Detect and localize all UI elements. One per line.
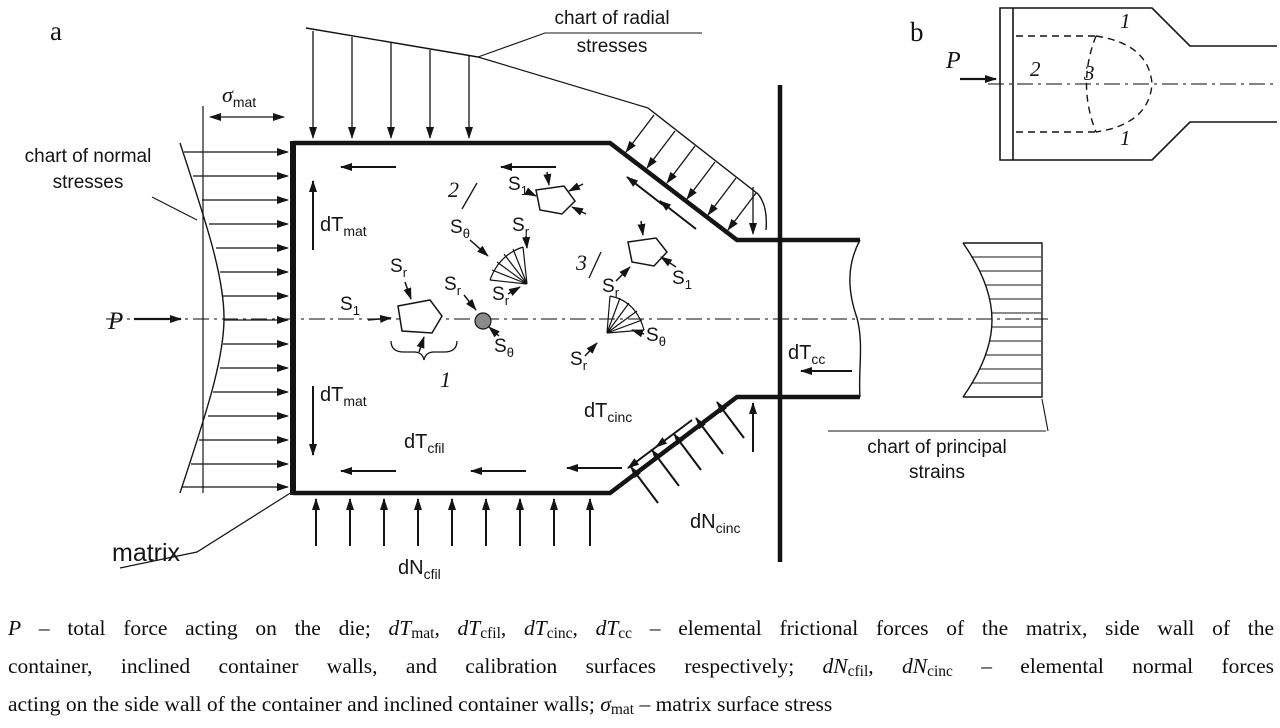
element-stress-arrows (367, 171, 677, 357)
slash-element-2 (461, 182, 478, 210)
caption-line-1: P – total force acting on the die; dTmat… (8, 612, 1274, 650)
zone-1-top-label: 1 (1120, 9, 1131, 33)
Stheta-label-axis-point: Sθ (494, 336, 514, 360)
chart-principal-label-line2: strains (909, 462, 965, 483)
die-forces-figure: a b σmat chart of radial stresses chart … (25, 7, 1278, 582)
caption-seg: , (572, 616, 596, 640)
leader-lines (119, 491, 293, 569)
caption-seg: cinc (546, 624, 573, 642)
normal-stress-chart (151, 106, 289, 494)
S1-label-element1: S1 (340, 294, 360, 318)
axis-centerline (106, 83, 1278, 320)
friction-arrows (309, 163, 852, 475)
chart-radial-label-line2: stresses (577, 36, 648, 57)
caption-seg: acting on the side wall of the container… (8, 691, 601, 716)
Sr-label-axis-point: Sr (444, 274, 462, 298)
chart-normal-label-line1: chart of normal (25, 146, 152, 167)
chart-principal-label-line1: chart of principal (867, 437, 1006, 458)
caption-seg: dT (523, 616, 547, 640)
caption-seg: container, inclined container walls, and… (8, 653, 823, 678)
caption-seg: , (434, 616, 458, 640)
die-channel-bottom (1013, 121, 1277, 161)
S1-label-element2: S1 (508, 174, 528, 198)
caption-seg: dN (902, 653, 928, 678)
zone-boundaries (1016, 35, 1153, 133)
stress-fan-b (606, 295, 645, 334)
Sr-label-fan-b: Sr (570, 349, 588, 373)
element-number-2: 2 (448, 177, 459, 202)
pressure-arrows (134, 75, 997, 323)
axis-point-marker (474, 312, 492, 330)
Sr-label-element3: Sr (602, 276, 620, 300)
chart-radial-label-line1: chart of radial (554, 8, 669, 29)
stress-element-2 (535, 185, 576, 215)
panel-b-label: b (910, 17, 924, 47)
slash-element-3 (588, 251, 602, 279)
Sr-label-element2: Sr (512, 215, 530, 239)
Stheta-label-element2: Sθ (450, 217, 470, 241)
caption-seg: mat (610, 700, 635, 718)
rod-break-edge (849, 239, 862, 398)
caption-seg: , (868, 653, 902, 678)
caption-seg: – elemental frictional forces of the mat… (632, 616, 1275, 640)
caption-seg: P (8, 616, 22, 640)
caption-seg: cc (618, 624, 633, 642)
sigma-mat-label: σmat (222, 82, 256, 110)
caption-seg: dT (595, 616, 619, 640)
principal-strain-chart (828, 242, 1049, 432)
Sr-label-fan-a: Sr (492, 284, 510, 308)
stress-fan-a (489, 246, 528, 285)
caption-line-2: container, inclined container walls, and… (8, 650, 1274, 688)
zone-3-label: 3 (1083, 61, 1095, 85)
chart-normal-label-line2: stresses (53, 172, 124, 193)
caption-seg: , (500, 616, 524, 640)
p-label-panel-b: P (945, 48, 961, 74)
radial-stress-chart (305, 27, 768, 235)
caption-seg: – elemental normal forces (952, 653, 1274, 678)
dT-cinc-label: dTcinc (584, 400, 632, 425)
dT-mat-lower-label: dTmat (320, 384, 367, 409)
die-outline (290, 85, 862, 562)
caption-seg: cfil (847, 662, 869, 680)
caption-seg: dN (822, 653, 848, 678)
caption-seg: cinc (927, 662, 953, 680)
dN-cinc-label: dNcinc (690, 511, 740, 536)
stress-element-3 (627, 237, 668, 267)
dT-cfil-label: dTcfil (404, 431, 444, 456)
caption-seg: dT (457, 616, 481, 640)
panel-a-label: a (50, 16, 62, 46)
zone-2-label: 2 (1030, 57, 1041, 81)
Stheta-label-fan-b: Sθ (646, 325, 666, 349)
figure-caption: P – total force acting on the die; dTmat… (8, 612, 1274, 725)
caption-seg: dT (388, 616, 412, 640)
Sr-label-element1: Sr (390, 256, 408, 280)
zone-1-bottom-label: 1 (1120, 126, 1131, 150)
matrix-label: matrix (112, 539, 181, 567)
brace-element-1 (390, 340, 458, 361)
element-number-1: 1 (440, 367, 451, 392)
die-channel-top (1013, 7, 1277, 47)
S1-label-element3: S1 (672, 268, 692, 292)
dT-cc-label: dTcc (788, 342, 825, 367)
element-number-3: 3 (575, 250, 587, 275)
panel-b-diagram (999, 7, 1277, 161)
stress-element-1 (397, 299, 443, 334)
normal-force-arrows (312, 401, 757, 546)
caption-line-3: acting on the side wall of the container… (8, 688, 1274, 726)
matrix-leader (119, 491, 293, 569)
dT-mat-upper-label: dTmat (320, 214, 367, 239)
caption-seg: – matrix surface stress (634, 691, 833, 716)
dN-cfil-label: dNcfil (398, 557, 441, 582)
caption-seg: – total force acting on the die; (21, 616, 389, 640)
stress-elements (367, 171, 677, 361)
p-label-panel-a: P (107, 308, 123, 335)
caption-seg: cfil (480, 624, 501, 642)
caption-seg: σ (600, 691, 611, 716)
caption-seg: mat (411, 624, 435, 642)
